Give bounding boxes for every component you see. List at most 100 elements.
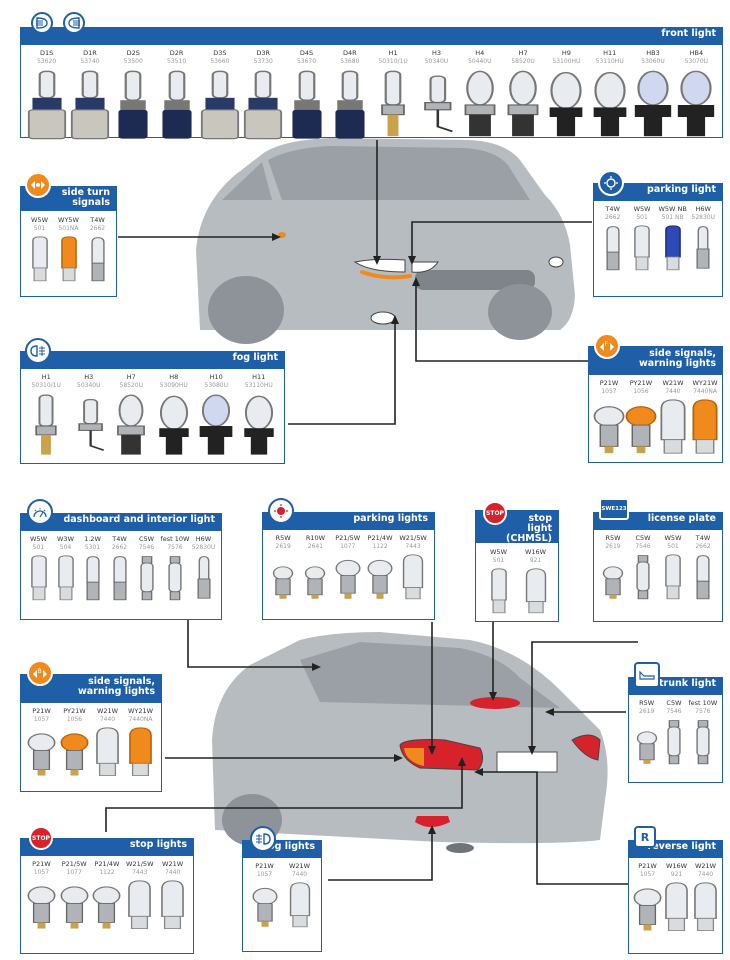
bulb-part-number: 921 bbox=[529, 556, 542, 564]
bulb-code: WY21W bbox=[692, 379, 718, 387]
bulb-code: C5W bbox=[635, 534, 651, 542]
bulb-part-number: 2619 bbox=[275, 542, 291, 550]
bulb-image bbox=[31, 235, 48, 281]
bulb-part-number: 7440 bbox=[164, 868, 181, 876]
bulb-image bbox=[636, 730, 657, 764]
bulb-part-number: 7440NA bbox=[693, 387, 717, 395]
bulb-image bbox=[162, 70, 192, 139]
bulb-part-number: 50340U bbox=[424, 57, 449, 65]
bulb-code: D1R bbox=[83, 49, 97, 57]
front-side-window bbox=[222, 162, 272, 200]
bulb-image bbox=[70, 70, 110, 139]
front-corner-lamp bbox=[548, 256, 564, 268]
bulb-part-number: 2662 bbox=[605, 213, 621, 221]
bulb-code: PY21W bbox=[63, 707, 86, 715]
bulb-image bbox=[197, 555, 211, 599]
bulb-code: W5W bbox=[30, 535, 47, 543]
arrowhead bbox=[391, 315, 399, 324]
rear-car bbox=[212, 632, 608, 853]
bulb-image bbox=[78, 398, 104, 451]
connector-parking-light bbox=[411, 221, 592, 262]
bulb-image bbox=[93, 885, 121, 929]
bulb-image bbox=[593, 405, 625, 453]
bulb-part-number: 53740 bbox=[80, 57, 100, 65]
panel-title: side signals, warning lights bbox=[77, 676, 155, 697]
front-turn-indicator bbox=[360, 270, 412, 280]
warning-signal-icon: B bbox=[27, 660, 53, 686]
arrowhead bbox=[373, 256, 381, 265]
front-fog-lamp bbox=[370, 311, 396, 325]
arrowhead bbox=[428, 825, 436, 834]
bulb-image bbox=[199, 394, 233, 455]
bulb-image bbox=[636, 554, 650, 599]
bulb-image bbox=[118, 70, 148, 139]
bulb-image bbox=[550, 71, 583, 136]
rear-tail-light-amber bbox=[404, 748, 424, 766]
svg-text:F: F bbox=[605, 341, 609, 348]
bulb-image bbox=[507, 70, 539, 136]
bulb-code: fest 10W bbox=[688, 699, 718, 707]
panel-title: trunk light bbox=[659, 678, 716, 689]
parking-light-icon bbox=[598, 170, 624, 196]
bulb-part-number: 50340U bbox=[77, 381, 101, 389]
bulb-code: WY21W bbox=[127, 707, 154, 715]
bulb-part-number: 53090HU bbox=[159, 381, 188, 389]
bulb-part-number: 7440NA bbox=[128, 715, 153, 723]
bulb-part-number: 53110HU bbox=[244, 381, 273, 389]
bulb-code: WY5W bbox=[58, 216, 79, 224]
bulb-part-number: 1057 bbox=[639, 870, 656, 878]
side-turn-icon bbox=[25, 172, 51, 198]
arrowhead bbox=[428, 746, 436, 755]
rear-exhaust bbox=[446, 843, 474, 853]
bulb-part-number: 501 bbox=[33, 224, 46, 232]
bulb-part-number: 501 bbox=[636, 213, 648, 221]
rear-fog-lamp bbox=[415, 816, 450, 827]
bulb-code: D4R bbox=[343, 49, 357, 57]
bulb-image bbox=[57, 554, 74, 600]
bulb-code: W21/5W bbox=[399, 534, 427, 542]
bulb-code: R10W bbox=[305, 534, 326, 542]
dashboard-icon bbox=[27, 499, 53, 525]
panel-header bbox=[21, 28, 722, 45]
bulb-image bbox=[665, 881, 688, 931]
front-windshield bbox=[268, 146, 530, 200]
bulb-image bbox=[464, 70, 496, 136]
bulb-image bbox=[161, 879, 184, 929]
bulb-part-number: 58520U bbox=[511, 57, 535, 65]
bulb-code: W3W bbox=[57, 535, 74, 543]
bulb-code: H1 bbox=[388, 49, 398, 57]
bulb-part-number: 53110HU bbox=[595, 57, 624, 65]
bulb-part-number: 1077 bbox=[340, 542, 356, 550]
bulb-part-number: 2662 bbox=[695, 542, 711, 550]
bulb-part-number: 7576 bbox=[167, 543, 183, 551]
bulb-image bbox=[664, 224, 681, 270]
bulb-part-number: 2662 bbox=[89, 224, 106, 232]
bulb-code: D1S bbox=[40, 49, 54, 57]
panel-header bbox=[594, 184, 722, 201]
bulb-code: R5W bbox=[275, 534, 291, 542]
panel-title: side turn signals bbox=[61, 187, 110, 208]
bulb-part-number: 7546 bbox=[138, 543, 155, 551]
bulb-image bbox=[490, 567, 507, 613]
bulb-image bbox=[660, 398, 686, 454]
bulb-image bbox=[625, 405, 657, 453]
bulb-image bbox=[667, 719, 681, 764]
